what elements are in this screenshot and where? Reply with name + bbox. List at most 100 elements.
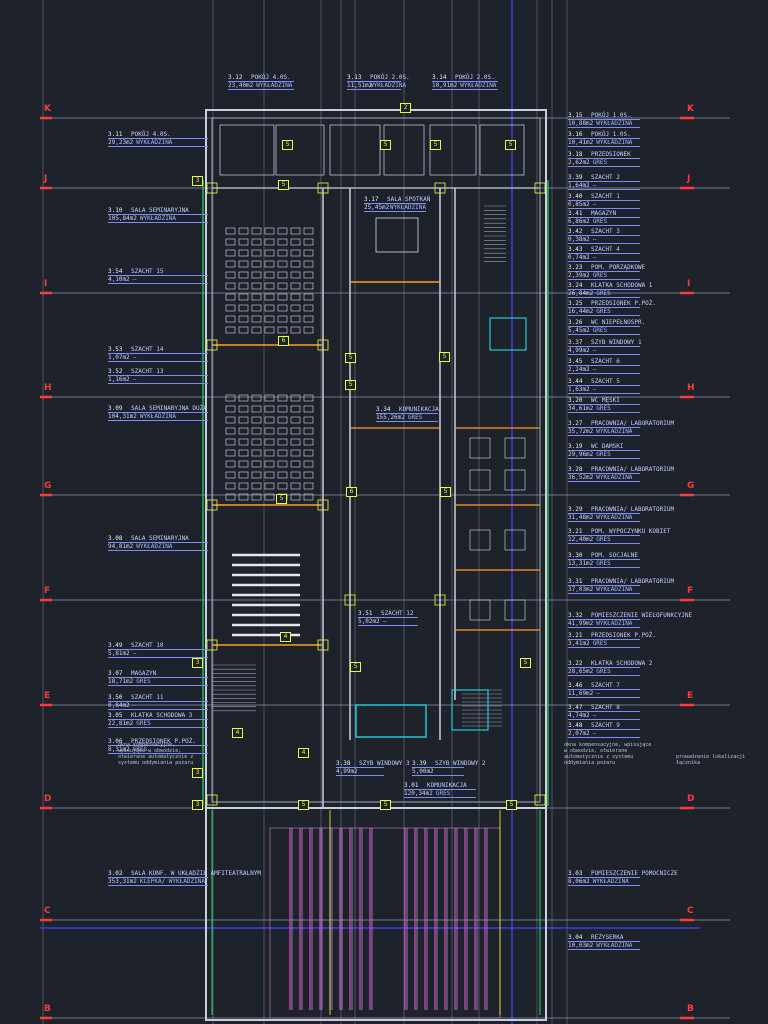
seminar-desk: [277, 460, 288, 468]
seminar-desk: [264, 249, 275, 257]
room-finish: —: [592, 712, 597, 719]
room-name: SZACHT 8: [591, 704, 620, 711]
room-number: 3.24: [568, 282, 583, 289]
room-name: POKÓJ 2.0S.: [370, 74, 410, 81]
seminar-desk: [264, 271, 275, 279]
room-number: 3.21: [568, 528, 583, 535]
seminar-desk: [225, 249, 236, 257]
room-number: 3.02: [108, 870, 123, 877]
seminar-desk: [251, 271, 262, 279]
room-finish: GRES: [596, 668, 611, 675]
seminar-desk: [277, 249, 288, 257]
column: [206, 794, 218, 806]
room-number: 3.04: [568, 934, 583, 941]
seminar-desk: [303, 471, 314, 479]
room-number: 3.03: [568, 870, 583, 877]
axis-letter-F-l: F: [44, 586, 51, 596]
office-room: [219, 124, 275, 176]
room-area: 5,81m2: [108, 650, 130, 657]
room-finish: GRES: [136, 678, 151, 685]
room-number: 3.27: [568, 420, 583, 427]
column: [344, 594, 356, 606]
room-name: PRZEDSIONEK P.POŻ.: [591, 300, 657, 307]
seminar-desk: [303, 405, 314, 413]
seminar-desk: [251, 416, 262, 424]
room-number: 3.28: [568, 466, 583, 473]
room-name: SZYB WINDOWY 1: [591, 339, 642, 346]
column: [534, 182, 546, 194]
column: [206, 339, 218, 351]
room-name: POM. PORZĄDKOWE: [591, 264, 646, 271]
seminar-desk: [225, 282, 236, 290]
room-tag: 5: [430, 140, 441, 150]
seminar-desk: [264, 260, 275, 268]
column: [206, 499, 218, 511]
seminar-desk: [238, 227, 249, 235]
seminar-desk: [290, 271, 301, 279]
room-tag: 5: [298, 800, 309, 810]
axis-letter-H-l: H: [44, 383, 52, 393]
room-finish: WYKŁADZINA: [139, 413, 177, 420]
room-finish: WYKŁADZINA: [596, 474, 633, 481]
room-name: SALA SEMINARYJNA: [131, 207, 189, 214]
room-number: 3.45: [568, 358, 583, 365]
room-name: KLATKA SCHODOWA 2: [591, 660, 653, 667]
seminar-desk: [303, 227, 314, 235]
room-number: 3.22: [568, 660, 583, 667]
